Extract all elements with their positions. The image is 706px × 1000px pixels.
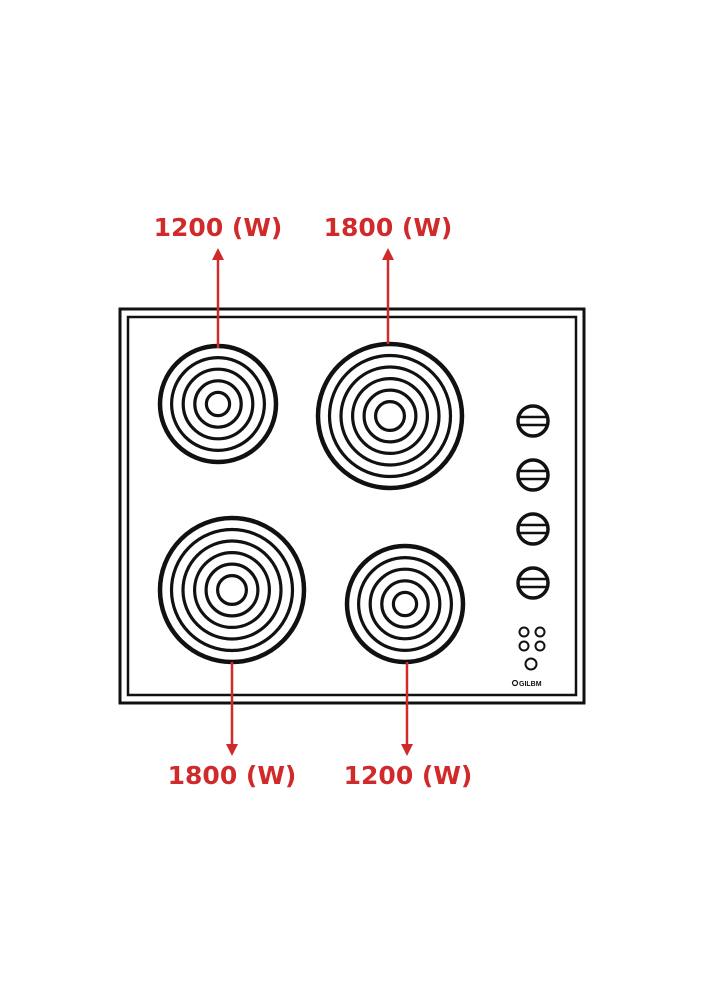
burner-ring — [391, 590, 419, 618]
burner-ring — [157, 343, 279, 465]
arrow-head-top-right — [382, 248, 394, 260]
burner-ring — [170, 356, 267, 453]
burner-ring — [204, 390, 232, 418]
indicator-light — [518, 640, 530, 652]
power-label-top-right: 1800 (W) — [324, 213, 453, 242]
burner-ring — [351, 377, 430, 456]
indicator-light — [534, 640, 546, 652]
burner-ring — [327, 353, 453, 479]
burner-ring — [204, 562, 260, 618]
indicator-lights — [518, 626, 546, 671]
cooktop-outer-frame — [118, 307, 586, 705]
burner-ring — [181, 539, 283, 641]
burner-ring — [216, 573, 249, 606]
control-knob — [516, 404, 550, 438]
brand-logo-text: GILBM — [519, 681, 542, 688]
brand-logo: GILBM — [511, 679, 542, 688]
power-label-bottom-right: 1200 (W) — [344, 761, 473, 790]
brand-logo-icon — [511, 679, 519, 687]
burner-ring — [368, 567, 442, 641]
burner-ring — [169, 527, 295, 653]
control-knob — [516, 512, 550, 546]
control-knobs — [516, 404, 550, 600]
indicator-light — [524, 657, 538, 671]
burner-ring — [362, 388, 418, 444]
burner-ring — [315, 341, 465, 491]
arrow-head-top-left — [212, 248, 224, 260]
power-arrows — [212, 248, 413, 756]
burner-ring — [357, 555, 454, 652]
burner-top-left — [157, 343, 279, 465]
burner-bottom-right — [344, 543, 466, 665]
indicator-light — [534, 626, 546, 638]
control-knob — [516, 566, 550, 600]
burner-ring — [339, 365, 441, 467]
burner-ring — [380, 579, 430, 629]
cooktop-inner-frame — [126, 315, 578, 697]
burner-ring — [344, 543, 466, 665]
burner-bottom-left — [157, 515, 307, 665]
power-label-top-left: 1200 (W) — [154, 213, 283, 242]
burner-ring — [193, 379, 243, 429]
burner-top-right — [315, 341, 465, 491]
arrow-head-bottom-right — [401, 744, 413, 756]
cooktop-panel — [118, 307, 586, 705]
control-knob — [516, 458, 550, 492]
indicator-light — [518, 626, 530, 638]
burner-ring — [181, 367, 255, 441]
power-label-bottom-left: 1800 (W) — [168, 761, 297, 790]
burner-ring — [374, 400, 407, 433]
arrow-head-bottom-left — [226, 744, 238, 756]
burner-ring — [193, 550, 272, 629]
